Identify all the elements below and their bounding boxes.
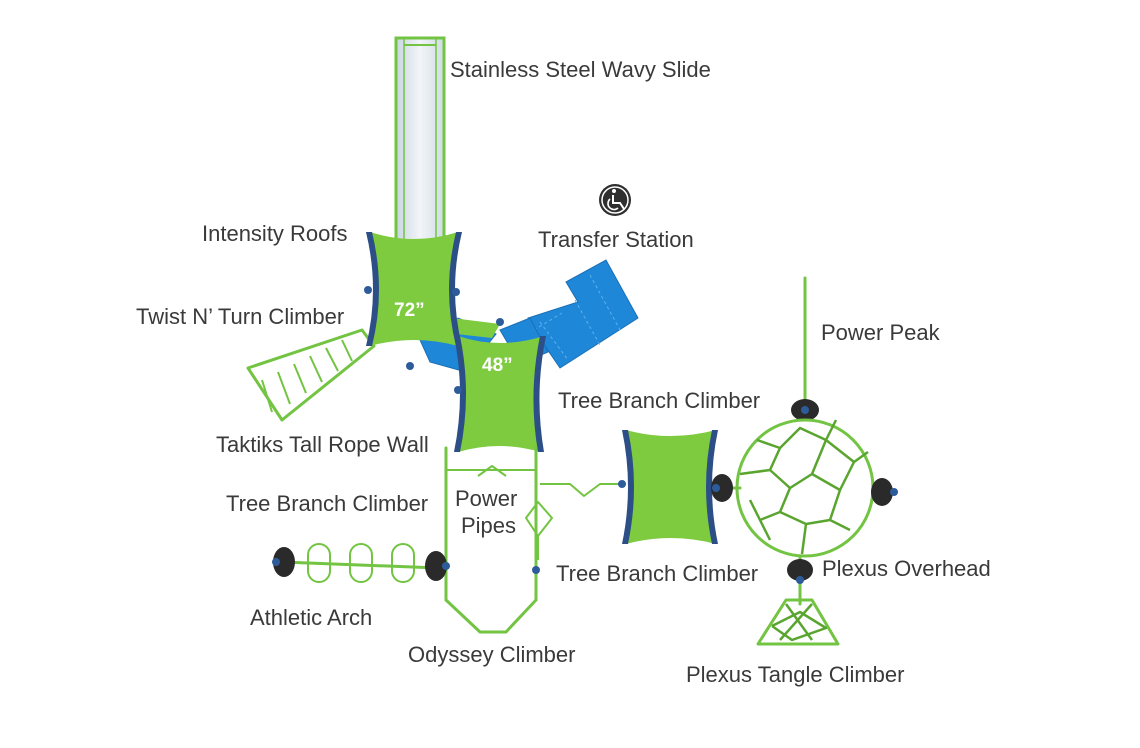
label-power-peak: Power Peak — [821, 320, 941, 345]
intensity-roof-48: 48” — [454, 318, 546, 452]
label-power-pipes-line2: Pipes — [461, 513, 516, 538]
plexus-tangle-climber — [756, 598, 840, 646]
label-plexus-overhead: Plexus Overhead — [822, 556, 991, 581]
odyssey-climber-frame — [444, 446, 540, 634]
wheelchair-accessible-icon — [599, 184, 631, 216]
label-odyssey-climber: Odyssey Climber — [408, 642, 575, 667]
label-intensity-roofs: Intensity Roofs — [202, 221, 348, 246]
deck-height-48: 48” — [482, 355, 513, 376]
deck-height-72: 72” — [394, 300, 425, 321]
taktiks-rope-wall — [246, 328, 376, 422]
power-peak — [791, 276, 819, 421]
plexus-overhead — [711, 418, 898, 606]
wavy-slide — [394, 36, 446, 245]
power-pipes — [525, 480, 626, 560]
label-twist-n-turn-climber: Twist N’ Turn Climber — [136, 304, 344, 329]
deck-connector — [452, 318, 500, 338]
label-wavy-slide: Stainless Steel Wavy Slide — [450, 57, 711, 82]
athletic-arch — [272, 543, 450, 583]
label-tree-branch-climber-left: Tree Branch Climber — [226, 491, 428, 516]
label-transfer-station: Transfer Station — [538, 227, 694, 252]
tree-branch-climber-roof — [622, 430, 718, 544]
intensity-roof-72: 72” — [364, 232, 462, 370]
label-plexus-tangle-climber: Plexus Tangle Climber — [686, 662, 904, 687]
label-tree-branch-climber-bottom: Tree Branch Climber — [556, 561, 758, 586]
label-athletic-arch: Athletic Arch — [250, 605, 372, 630]
label-power-pipes-line1: Power — [455, 486, 517, 511]
label-tree-branch-climber-top: Tree Branch Climber — [558, 388, 760, 413]
label-taktiks-tall-rope-wall: Taktiks Tall Rope Wall — [216, 432, 429, 457]
